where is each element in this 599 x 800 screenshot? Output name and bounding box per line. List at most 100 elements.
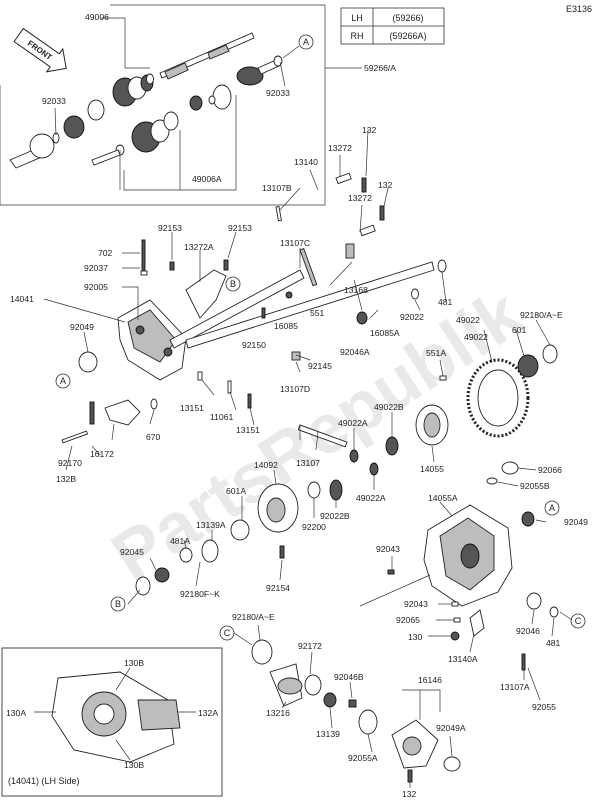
label-14055: 14055 xyxy=(420,464,444,474)
figure-code: E3136 xyxy=(566,4,592,14)
lower-shaft xyxy=(91,149,121,166)
spacer xyxy=(348,699,357,708)
label-92200: 92200 xyxy=(302,522,326,532)
label-13272: 13272 xyxy=(328,143,352,153)
spline-coupler xyxy=(356,311,368,325)
o-ring xyxy=(542,344,558,364)
ring xyxy=(411,288,419,300)
shield-plate xyxy=(185,269,227,319)
label-13107B: 13107B xyxy=(262,183,292,193)
label-92049A: 92049A xyxy=(436,723,466,733)
bolt xyxy=(361,177,367,193)
inner-cv-joint xyxy=(9,115,85,169)
seal xyxy=(304,674,322,696)
label-13272A: 13272A xyxy=(184,242,214,252)
ref-circle-c: C xyxy=(219,625,235,641)
label-49022A: 49022A xyxy=(338,418,368,428)
label-130B: 130B xyxy=(124,760,144,770)
actuator xyxy=(61,399,141,444)
seal xyxy=(526,592,542,610)
outer-cv-joint xyxy=(236,59,280,86)
label-92153: 92153 xyxy=(158,223,182,233)
bolt xyxy=(169,261,175,271)
legend-table: LH (59266) RH (59266A) xyxy=(340,7,445,45)
drive-shaft-box: FRONT xyxy=(0,4,362,206)
label-92055B: 92055B xyxy=(520,481,550,491)
legend-code-lh: (59266) xyxy=(392,13,423,23)
label-92037: 92037 xyxy=(84,263,108,273)
lower-cv-boot xyxy=(131,119,170,153)
bolt xyxy=(451,601,459,607)
o-ring xyxy=(201,539,219,563)
label-601A: 601A xyxy=(226,486,246,496)
bolt xyxy=(279,545,285,559)
label-92055: 92055 xyxy=(532,702,556,712)
o-ring xyxy=(358,709,378,735)
o-ring xyxy=(486,477,498,485)
bolt xyxy=(407,769,413,783)
bracket-13140A xyxy=(469,609,485,637)
pin xyxy=(141,239,146,273)
label-49006A: 49006A xyxy=(192,174,222,184)
ref-circle-a-letter: A xyxy=(303,37,309,47)
pin xyxy=(227,380,232,394)
collar xyxy=(179,547,193,563)
label-601: 601 xyxy=(512,325,527,335)
upper-cv-boot xyxy=(112,74,154,107)
label-481A: 481A xyxy=(170,536,190,546)
shift-rod xyxy=(299,248,318,287)
label-92046: 92046 xyxy=(516,626,540,636)
ref-circle-b-letter: B xyxy=(230,279,236,289)
leader-lines xyxy=(43,129,573,788)
label-92043: 92043 xyxy=(404,599,428,609)
label-481: 481 xyxy=(438,297,453,307)
label-16085A: 16085A xyxy=(370,328,400,338)
seal xyxy=(230,519,250,541)
ref-circle-c-letter: C xyxy=(224,628,231,638)
spring xyxy=(285,291,293,299)
seal xyxy=(521,511,535,527)
label-16085: 16085 xyxy=(274,321,298,331)
label-13107A: 13107A xyxy=(500,682,530,692)
pin xyxy=(261,307,266,319)
label-92065: 92065 xyxy=(396,615,420,625)
label-13151: 13151 xyxy=(180,403,204,413)
label-92049: 92049 xyxy=(564,517,588,527)
label-13272: 13272 xyxy=(348,193,372,203)
upper-axle-shaft xyxy=(159,32,255,80)
o-ring xyxy=(437,259,447,273)
pin xyxy=(247,393,252,409)
label-92022: 92022 xyxy=(400,312,424,322)
callout-labels: 49006 92033 92033 59266/A 49006A 132 132… xyxy=(6,12,588,799)
label-92066: 92066 xyxy=(538,465,562,475)
ref-circle-b-letter: B xyxy=(115,599,121,609)
seal xyxy=(78,351,98,373)
label-14055A: 14055A xyxy=(428,493,458,503)
lever-bracket xyxy=(335,172,352,185)
legend-code-rh: (59266A) xyxy=(389,31,426,41)
bearing xyxy=(517,354,539,378)
label-702: 702 xyxy=(98,248,113,258)
label-49022: 49022 xyxy=(456,315,480,325)
ref-circle-c-letter: C xyxy=(575,616,582,626)
ref-circle-a: A xyxy=(298,34,314,50)
inset-lh-side: (14041) (LH Side) xyxy=(1,647,223,797)
ref-circle-c: C xyxy=(570,613,586,629)
label-13140: 13140 xyxy=(294,157,318,167)
label-130B: 130B xyxy=(124,658,144,668)
pinion-assembly xyxy=(269,663,303,707)
housing-14055A xyxy=(423,504,513,607)
label-14041: 14041 xyxy=(10,294,34,304)
label-670: 670 xyxy=(146,432,161,442)
lever-bracket xyxy=(359,224,376,237)
label-92145: 92145 xyxy=(308,361,332,371)
boot-clamp xyxy=(87,99,105,121)
label-59266-a: 59266/A xyxy=(364,63,396,73)
fork xyxy=(345,243,355,259)
label-49022B: 49022B xyxy=(374,402,404,412)
label-132: 132 xyxy=(402,789,417,799)
label-92033: 92033 xyxy=(42,96,66,106)
ref-circle-a: A xyxy=(55,373,71,389)
washer xyxy=(140,270,148,276)
